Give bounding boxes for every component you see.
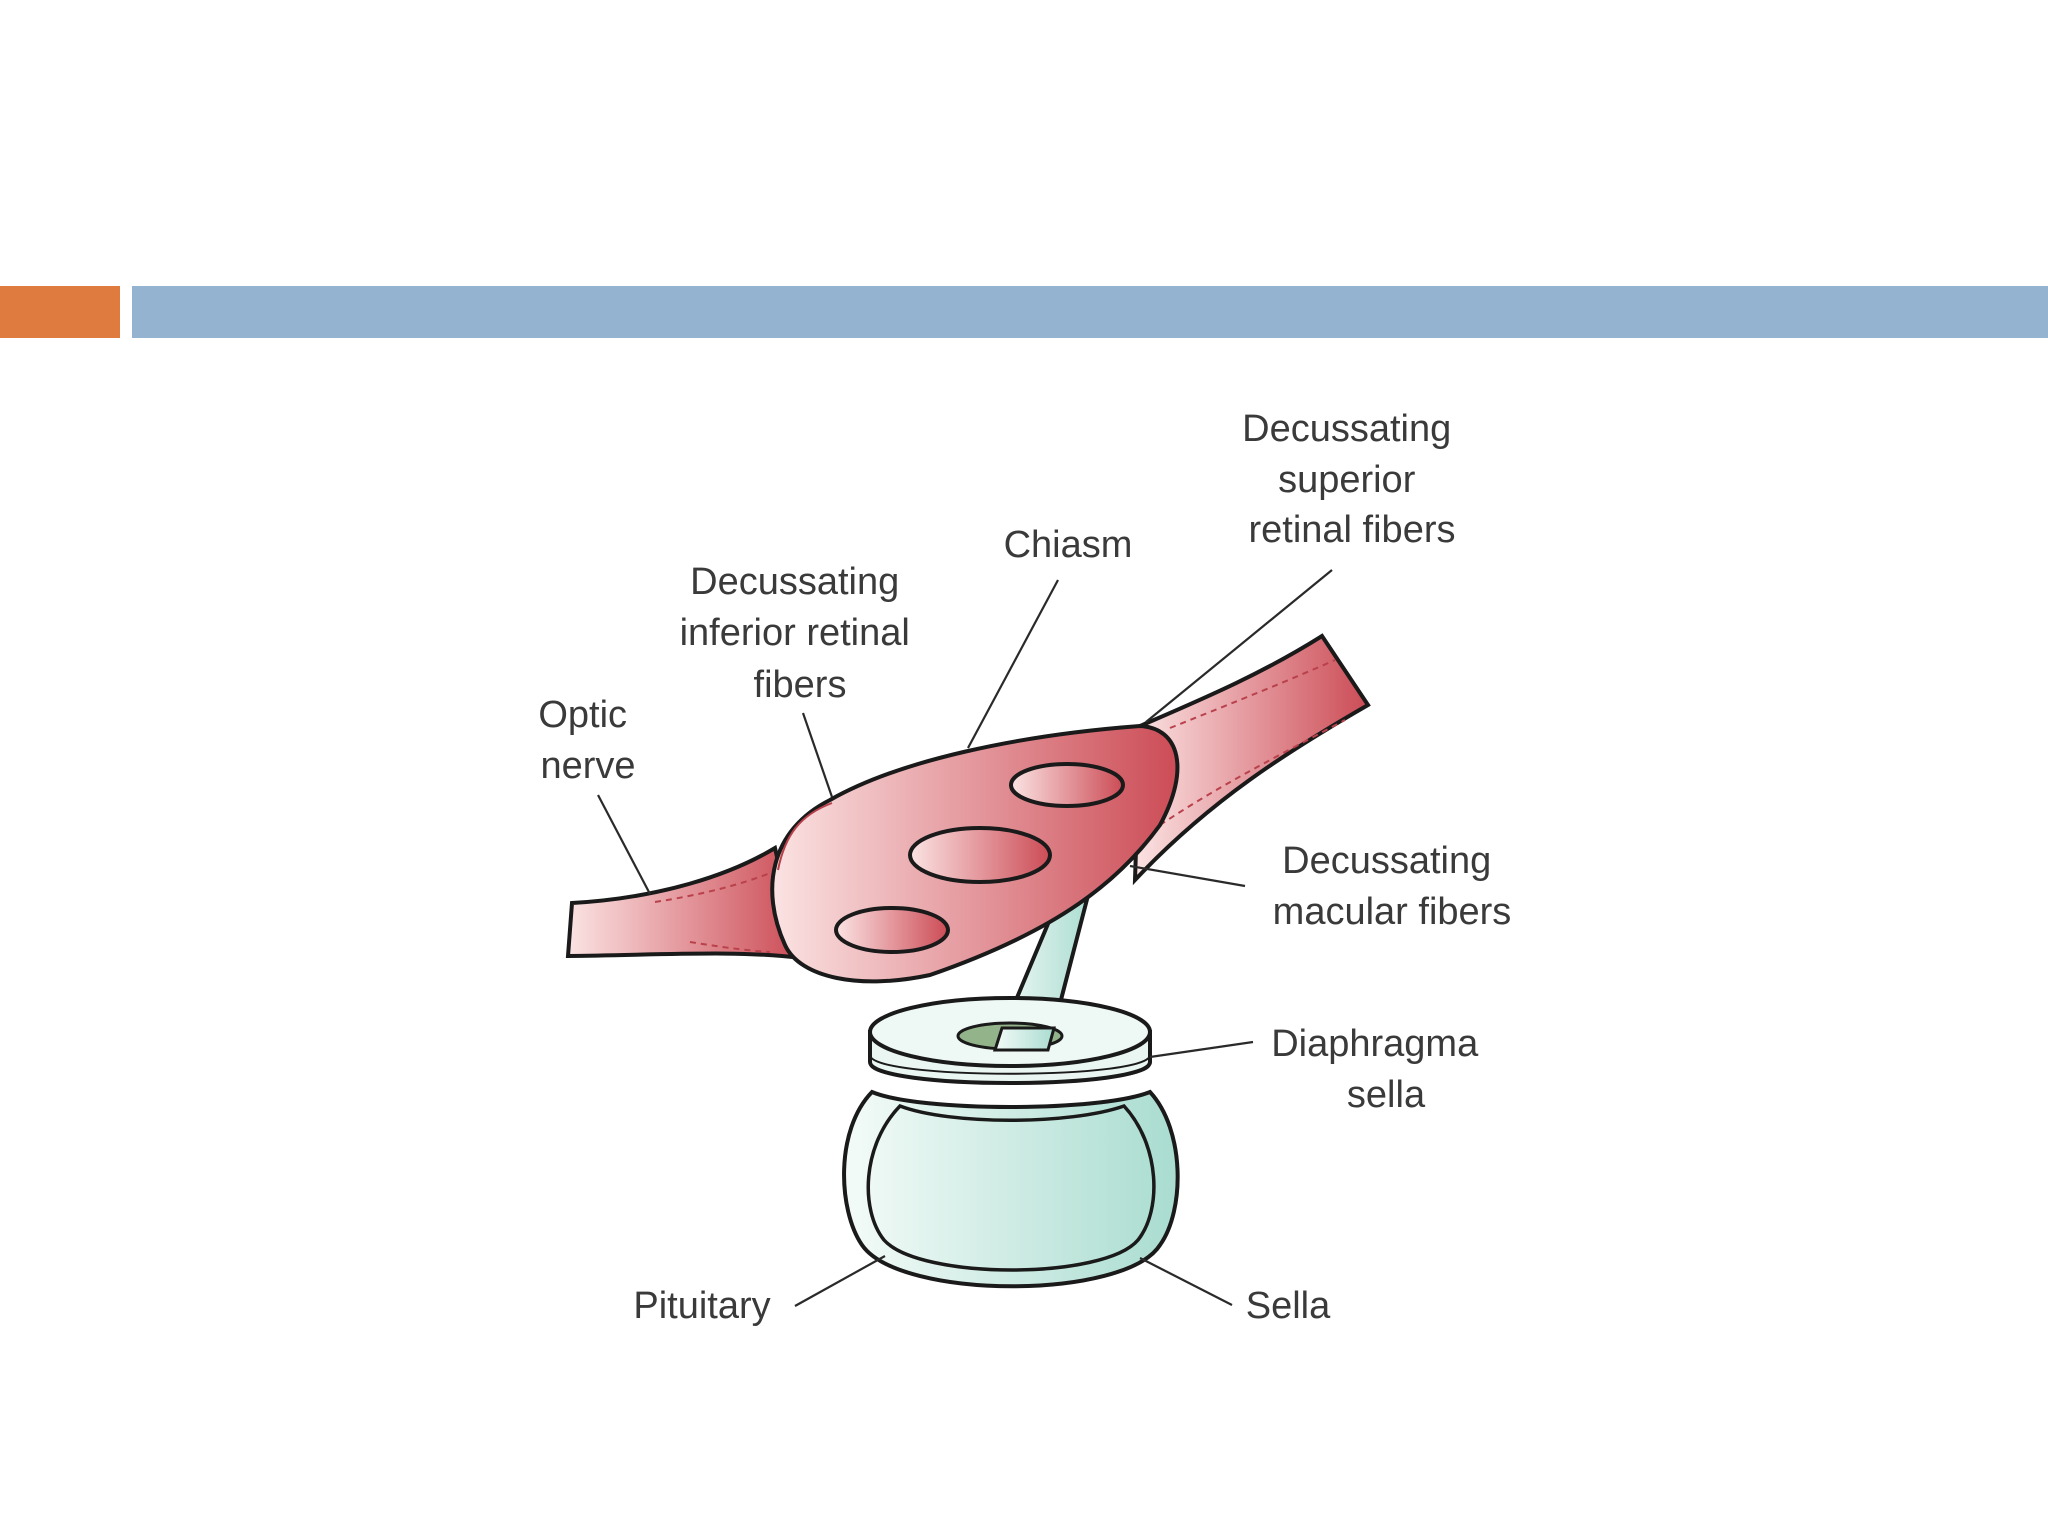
header-title-bar <box>132 286 2048 338</box>
label-line: fibers <box>754 664 847 706</box>
leader-diaphragma-sella <box>1149 1040 1254 1059</box>
leader-chiasm <box>967 579 1059 749</box>
label-macular-fibers: Decussating macular fibers <box>1273 840 1512 933</box>
right-tract-fiber-line <box>1169 659 1336 729</box>
chiasm-edge-line <box>777 802 833 871</box>
label-pituitary: Pituitary <box>633 1285 770 1327</box>
pituitary-gland <box>866 1103 1156 1272</box>
leader-sella <box>1139 1257 1233 1306</box>
label-line: inferior retinal <box>680 612 910 654</box>
label-superior-fibers: Decussating superior retinal fibers <box>1242 408 1462 551</box>
right-optic-tract <box>1132 633 1371 886</box>
right-tract-fiber-line <box>1159 719 1346 826</box>
label-chiasm: Chiasm <box>1004 524 1133 566</box>
left-optic-nerve <box>565 844 803 961</box>
label-diaphragma-sella: Diaphragma sella <box>1271 1023 1489 1116</box>
leader-inferior-fibers <box>801 712 834 798</box>
label-line: retinal fibers <box>1249 509 1456 551</box>
label-line: superior <box>1278 459 1416 501</box>
label-sella: Sella <box>1246 1285 1331 1327</box>
diaphragma-layer-line <box>869 1054 1151 1075</box>
leader-optic-nerve <box>597 794 651 895</box>
label-line: Chiasm <box>1004 524 1133 566</box>
label-optic-nerve: Optic nerve <box>538 694 637 787</box>
stalk-segment <box>992 1026 1056 1052</box>
label-line: Decussating <box>1242 408 1451 450</box>
label-line: macular fibers <box>1273 891 1512 933</box>
left-nerve-fiber-line <box>689 941 771 953</box>
label-line: Sella <box>1246 1285 1331 1327</box>
leader-pituitary <box>794 1255 886 1307</box>
sella-outer <box>842 1089 1180 1289</box>
inferior-fiber-oval <box>834 906 950 954</box>
superior-fiber-oval <box>1009 762 1125 808</box>
diaphragma-layer-line <box>869 1063 1151 1084</box>
label-line: Optic <box>538 694 627 736</box>
label-line: nerve <box>540 745 635 787</box>
leader-macular-fibers <box>1129 864 1246 888</box>
leader-superior-fibers <box>1145 569 1333 723</box>
label-inferior-fibers: Decussating inferior retinal fibers <box>680 561 921 706</box>
left-nerve-fiber-line <box>654 872 771 903</box>
label-line: Decussating <box>1282 840 1491 882</box>
label-line: Diaphragma <box>1271 1023 1479 1065</box>
macular-fiber-oval <box>908 826 1052 884</box>
label-line: sella <box>1347 1074 1426 1116</box>
header-accent-bar <box>0 286 120 338</box>
label-line: Pituitary <box>633 1285 770 1327</box>
label-line: Decussating <box>690 561 899 603</box>
